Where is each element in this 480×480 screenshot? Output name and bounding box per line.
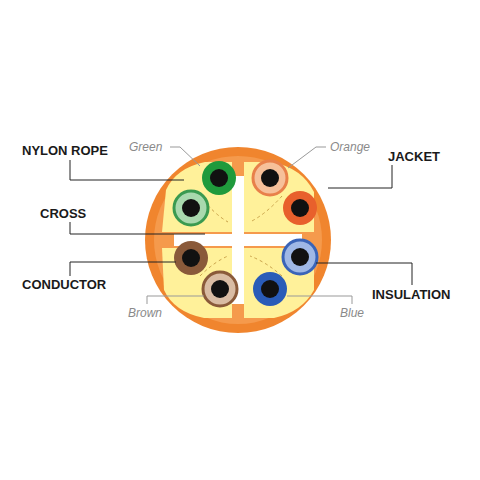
insulation-blue-white	[283, 240, 317, 274]
conductor	[182, 199, 200, 217]
leader-line	[70, 222, 205, 234]
leader-line	[70, 262, 176, 276]
leader-line	[316, 263, 412, 285]
color-label: Brown	[128, 307, 162, 319]
insulation-orange-white	[253, 161, 287, 195]
insulation-brown	[174, 241, 208, 275]
color-leader	[288, 147, 326, 168]
color-leader	[287, 296, 352, 304]
insulation-blue	[253, 272, 287, 306]
part-name: INSULATION	[372, 288, 450, 301]
color-label: Orange	[330, 141, 370, 153]
conductor	[261, 169, 279, 187]
leader-line	[70, 160, 184, 180]
jacket-outer	[145, 147, 331, 333]
color-leader	[170, 147, 200, 166]
filler-quadrant	[244, 248, 314, 318]
jacket	[145, 147, 331, 333]
filler-quadrant	[162, 248, 232, 318]
insulation-green	[202, 161, 236, 195]
insulation-orange	[283, 191, 317, 225]
leader-lines	[70, 160, 412, 285]
rope-strand	[250, 196, 282, 222]
color-leaders	[147, 147, 352, 304]
part-name: CROSS	[40, 207, 86, 220]
conductor	[211, 280, 229, 298]
filler-quadrant	[162, 162, 232, 232]
conductor	[182, 249, 200, 267]
color-leader	[147, 296, 204, 304]
conductor	[210, 169, 228, 187]
part-name: NYLON ROPE	[22, 144, 108, 157]
conductor	[261, 280, 279, 298]
part-name: JACKET	[388, 150, 440, 163]
part-name: CONDUCTOR	[22, 278, 106, 291]
insulation-brown-white	[203, 272, 237, 306]
conductor	[291, 199, 309, 217]
filler	[162, 162, 314, 318]
color-label: Blue	[340, 307, 364, 319]
insulation-green-white	[174, 191, 208, 225]
jacket-inner	[154, 156, 322, 324]
conductor	[291, 248, 309, 266]
nylon-rope	[200, 196, 282, 276]
leader-line	[328, 165, 392, 188]
color-label: Green	[129, 141, 162, 153]
